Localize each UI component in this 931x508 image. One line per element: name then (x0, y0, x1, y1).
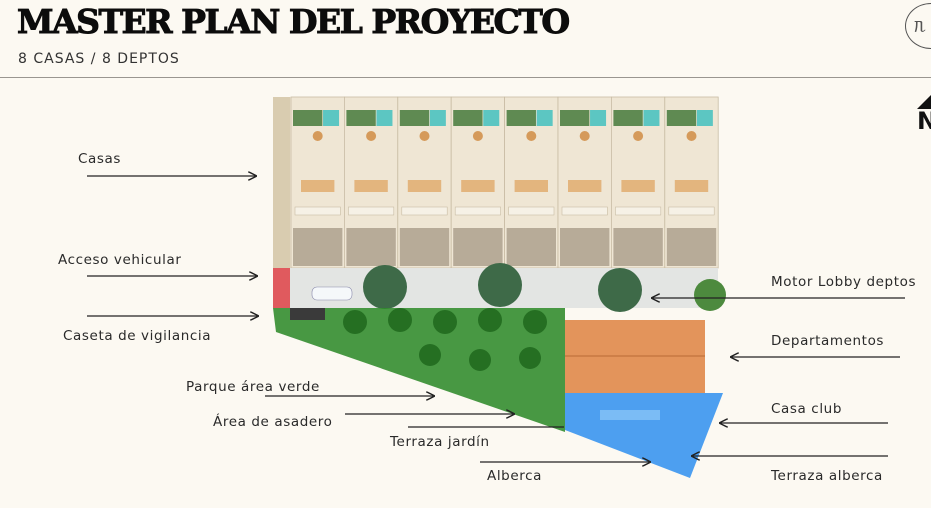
page-subtitle: 8 CASAS / 8 DEPTOS (18, 51, 180, 67)
label-asadero: Área de asadero (213, 414, 333, 430)
label-terraza-alberca: Terraza alberca (771, 468, 883, 484)
house-unit (611, 96, 666, 269)
page-title: MASTER PLAN DEL PROYECTO (17, 2, 571, 42)
label-parque: Parque área verde (186, 379, 320, 395)
car-icon (311, 286, 353, 301)
label-terraza-jardin: Terraza jardín (390, 434, 490, 450)
guard-house (290, 308, 325, 320)
access-road (273, 263, 726, 312)
caseta-marker (273, 268, 290, 308)
label-departamentos: Departamentos (771, 333, 885, 349)
tree-icon (598, 268, 642, 312)
casa-club-area (565, 393, 723, 478)
north-label: N (917, 107, 931, 135)
house-unit (397, 96, 452, 269)
park-area (273, 308, 565, 432)
pool (600, 410, 660, 420)
north-arrow-icon: N (917, 95, 931, 135)
house-unit (504, 96, 559, 269)
label-alberca: Alberca (487, 468, 543, 484)
tree-icon (363, 265, 407, 309)
tree-icon (694, 279, 726, 311)
tree-icon (478, 263, 522, 307)
house-unit (557, 96, 612, 269)
house-unit (450, 96, 506, 269)
label-casa-club: Casa club (771, 401, 842, 417)
label-caseta: Caseta de vigilancia (63, 328, 212, 344)
park-trees (343, 308, 547, 371)
label-acceso-vehicular: Acceso vehicular (58, 252, 182, 268)
house-unit (664, 96, 719, 269)
houses-block (273, 96, 719, 269)
divider (0, 77, 931, 78)
house-unit (343, 96, 399, 269)
label-casas: Casas (78, 151, 122, 167)
house-unit (290, 96, 345, 269)
label-motor-lobby: Motor Lobby deptos (771, 274, 917, 290)
